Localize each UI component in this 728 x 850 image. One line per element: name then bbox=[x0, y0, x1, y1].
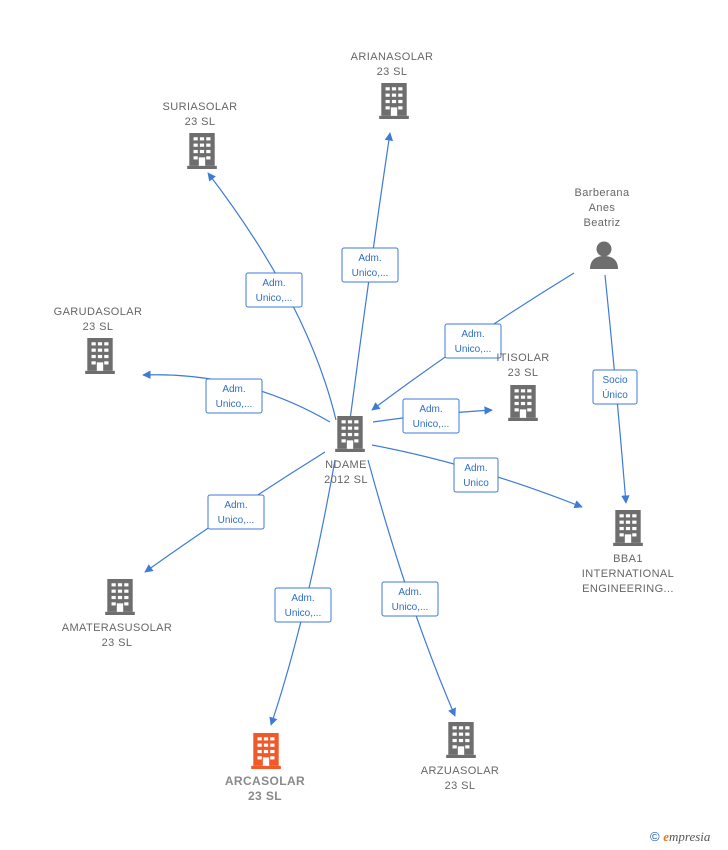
node-label: BBA1 bbox=[613, 553, 643, 565]
node-label: 2012 SL bbox=[324, 474, 368, 486]
node-amaterasu[interactable]: AMATERASUSOLAR 23 SL bbox=[62, 579, 173, 649]
edge-label-center-ariana[interactable]: Adm. Unico,... bbox=[341, 247, 399, 283]
edge-label-text: Socio bbox=[602, 375, 627, 386]
edge-label-box bbox=[444, 323, 502, 359]
edge-center-arzua: Adm. Unico,... bbox=[367, 459, 456, 717]
building-icon bbox=[379, 83, 409, 119]
edge-label-text: Unico,... bbox=[216, 399, 253, 410]
node-label: GARUDASOLAR bbox=[54, 306, 143, 318]
node-label: AMATERASUSOLAR bbox=[62, 622, 173, 634]
edge-center-garuda: Adm. Unico,... bbox=[142, 370, 331, 423]
edge-label-center-garuda[interactable]: Adm. Unico,... bbox=[205, 378, 263, 414]
node-label: 23 SL bbox=[377, 66, 408, 78]
node-label: INTERNATIONAL bbox=[582, 568, 674, 580]
edge-label-text: Adm. bbox=[464, 463, 487, 474]
edge-center-suria: Adm. Unico,... bbox=[207, 172, 337, 421]
node-label: NDAME bbox=[325, 459, 367, 471]
edge-label-center-bba1[interactable]: Adm. Unico bbox=[453, 457, 499, 493]
edge-label-text: Adm. bbox=[262, 278, 285, 289]
building-icon bbox=[613, 510, 643, 546]
node-center[interactable]: NDAME 2012 SL bbox=[324, 416, 368, 486]
edge-label-text: Único bbox=[602, 388, 628, 401]
edge-label-text: Adm. bbox=[461, 329, 484, 340]
edge-label-center-amaterasu[interactable]: Adm. Unico,... bbox=[207, 494, 265, 530]
node-label: 23 SL bbox=[185, 116, 216, 128]
edge-label-box bbox=[592, 369, 638, 405]
building-icon bbox=[105, 579, 135, 615]
edge-label-center-arzua[interactable]: Adm. Unico,... bbox=[381, 581, 439, 617]
edge-label-box bbox=[453, 457, 499, 493]
node-label: ARIANASOLAR bbox=[351, 51, 434, 63]
edge-label-text: Unico,... bbox=[413, 419, 450, 430]
node-label: 23 SL bbox=[508, 367, 539, 379]
edge-center-ariana: Adm. Unico,... bbox=[341, 132, 399, 421]
node-label: ARCASOLAR bbox=[225, 774, 305, 788]
edge-label-box bbox=[205, 378, 263, 414]
edge-label-center-itisolar[interactable]: Adm. Unico,... bbox=[402, 398, 460, 434]
edge-label-text: Unico bbox=[463, 478, 489, 489]
edge-label-box bbox=[341, 247, 399, 283]
edge-label-box bbox=[245, 272, 303, 308]
building-icon bbox=[446, 722, 476, 758]
building-icon bbox=[335, 416, 365, 452]
edge-label-box bbox=[274, 587, 332, 623]
edge-label-box bbox=[381, 581, 439, 617]
edge-label-barberana-center[interactable]: Adm. Unico,... bbox=[444, 323, 502, 359]
node-ariana[interactable]: ARIANASOLAR 23 SL bbox=[351, 51, 434, 119]
edge-label-text: Unico,... bbox=[256, 293, 293, 304]
node-label: ARZUASOLAR bbox=[421, 765, 500, 777]
building-icon bbox=[508, 385, 538, 421]
empresia-logo: empresia bbox=[663, 829, 711, 844]
node-label: Beatriz bbox=[583, 217, 620, 229]
edge-center-arca: Adm. Unico,... bbox=[269, 459, 336, 726]
edge-label-text: Adm. bbox=[358, 253, 381, 264]
empresia-watermark: © empresia bbox=[650, 829, 710, 845]
node-label: ENGINEERING... bbox=[582, 583, 674, 595]
edge-barberana-center: Adm. Unico,... bbox=[371, 272, 575, 411]
edge-label-text: Adm. bbox=[419, 404, 442, 415]
edge-label-text: Adm. bbox=[398, 587, 421, 598]
edge-label-text: Adm. bbox=[222, 384, 245, 395]
building-icon bbox=[85, 338, 115, 374]
edge-label-text: Adm. bbox=[291, 593, 314, 604]
node-label: Barberana bbox=[575, 187, 630, 199]
node-label: 23 SL bbox=[83, 321, 114, 333]
node-suria[interactable]: SURIASOLAR 23 SL bbox=[163, 101, 238, 169]
node-garuda[interactable]: GARUDASOLAR 23 SL bbox=[54, 306, 143, 374]
node-label: 23 SL bbox=[248, 789, 282, 803]
node-label: Anes bbox=[589, 202, 616, 214]
edge-label-text: Unico,... bbox=[392, 602, 429, 613]
edge-center-bba1: Adm. Unico bbox=[371, 444, 583, 509]
edge-label-box bbox=[207, 494, 265, 530]
building-icon bbox=[251, 733, 281, 769]
node-itisolar[interactable]: ITISOLAR 23 SL bbox=[496, 352, 549, 421]
person-icon bbox=[590, 241, 618, 269]
edge-label-text: Unico,... bbox=[218, 515, 255, 526]
edge-label-text: Unico,... bbox=[285, 608, 322, 619]
building-icon bbox=[187, 133, 217, 169]
edge-label-box bbox=[402, 398, 460, 434]
node-arzua[interactable]: ARZUASOLAR 23 SL bbox=[421, 722, 500, 792]
edge-label-center-arca[interactable]: Adm. Unico,... bbox=[274, 587, 332, 623]
edge-label-text: Unico,... bbox=[455, 344, 492, 355]
node-label: SURIASOLAR bbox=[163, 101, 238, 113]
copyright-symbol: © bbox=[650, 829, 660, 844]
node-label: 23 SL bbox=[102, 637, 133, 649]
edge-center-amaterasu: Adm. Unico,... bbox=[144, 451, 326, 573]
edge-label-text: Unico,... bbox=[352, 268, 389, 279]
node-label: ITISOLAR bbox=[496, 352, 549, 364]
edge-label-text: Adm. bbox=[224, 500, 247, 511]
edge-label-center-suria[interactable]: Adm. Unico,... bbox=[245, 272, 303, 308]
node-label: 23 SL bbox=[445, 780, 476, 792]
edge-center-itisolar: Adm. Unico,... bbox=[372, 398, 493, 434]
